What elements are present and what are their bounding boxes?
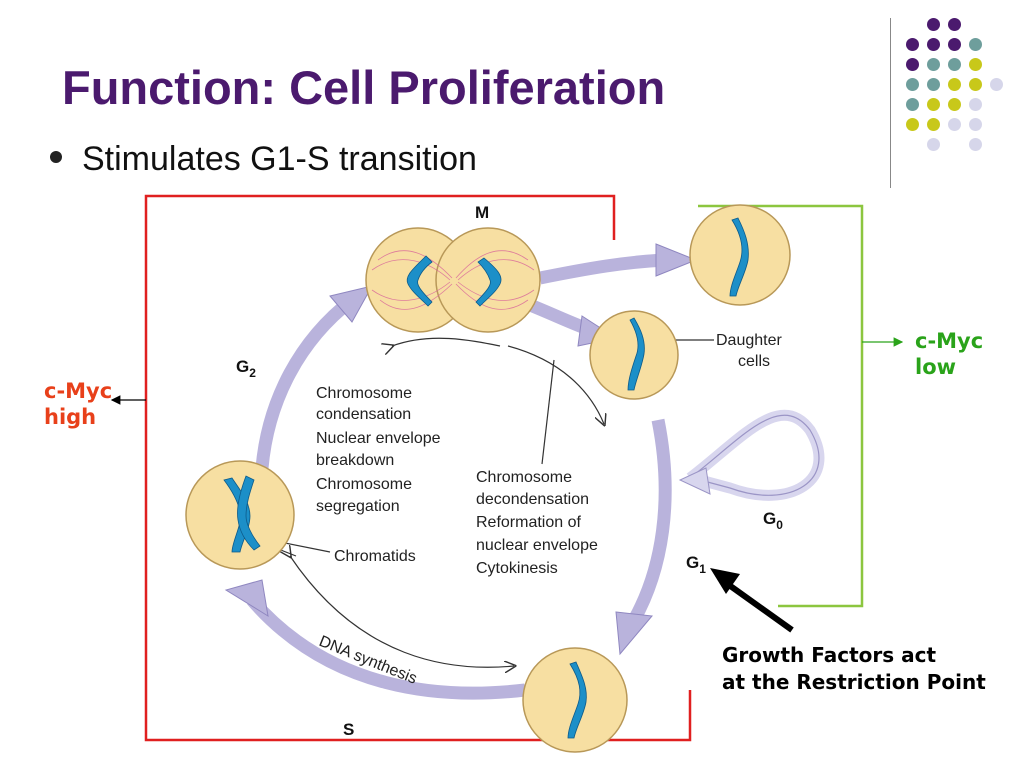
phase-g1-label: G1 <box>686 553 706 576</box>
s-cell <box>522 647 628 753</box>
decorative-dot <box>969 78 982 91</box>
decorative-dot <box>948 118 961 131</box>
decorative-dot <box>948 18 961 31</box>
decorative-dot <box>969 38 982 51</box>
decorative-dot <box>927 18 940 31</box>
decorative-dot <box>948 78 961 91</box>
spindle-fibers <box>371 250 535 310</box>
decorative-dot <box>927 118 940 131</box>
daughter-cell-right <box>589 310 679 400</box>
decorative-divider <box>890 18 891 188</box>
dividing-cell <box>365 227 541 333</box>
chromatids-label: Chromatids <box>334 548 416 565</box>
decorative-dot <box>927 58 940 71</box>
decorative-dot <box>927 38 940 51</box>
decorative-dot <box>969 58 982 71</box>
phase-g2-label: G2 <box>236 357 256 380</box>
decorative-dot <box>948 98 961 111</box>
m-phase-events: Chromosome condensation Nuclear envelope… <box>316 385 445 515</box>
bullet-text: Stimulates G1-S transition <box>82 140 477 178</box>
decorative-dot-grid <box>900 14 1020 174</box>
decorative-dot <box>906 78 919 91</box>
decorative-dot <box>906 58 919 71</box>
decorative-dot <box>927 78 940 91</box>
decorative-dot <box>990 78 1003 91</box>
slide-title: Function: Cell Proliferation <box>62 61 666 114</box>
decorative-dot <box>969 138 982 151</box>
decorative-dot <box>969 98 982 111</box>
decorative-dot <box>906 118 919 131</box>
bullet-item: Stimulates G1-S transition <box>50 140 477 179</box>
decorative-dot <box>906 98 919 111</box>
decorative-dot <box>906 38 919 51</box>
restriction-point-arrow <box>720 577 794 633</box>
decorative-dot <box>927 138 940 151</box>
decorative-dot <box>927 98 940 111</box>
daughter-cells-label: Daughter cells <box>716 332 786 370</box>
g2-m-bracket <box>144 194 692 742</box>
phase-g0-label: G0 <box>763 509 783 532</box>
decorative-dot <box>948 58 961 71</box>
decorative-dot <box>969 118 982 131</box>
mitotic-chromosomes <box>406 255 502 307</box>
decorative-dot <box>948 38 961 51</box>
phase-m-label: M <box>475 203 489 222</box>
g1-bracket <box>698 204 864 608</box>
bullet-dot-icon <box>50 151 62 164</box>
mitotic-exit-events: Chromosome decondensation Reformation of… <box>476 469 602 577</box>
phase-s-label: S <box>343 720 354 739</box>
daughter-cell-top <box>689 204 791 306</box>
